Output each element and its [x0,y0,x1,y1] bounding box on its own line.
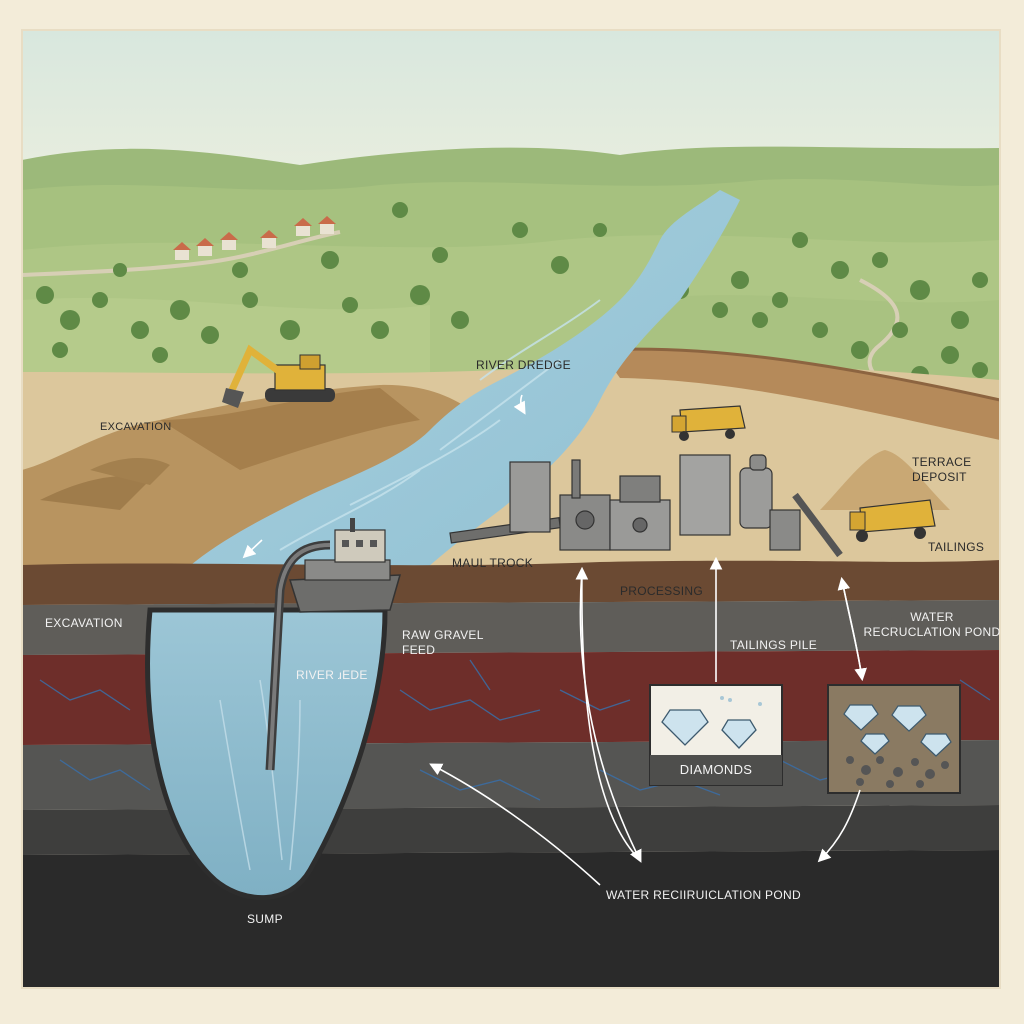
label-excavation-top: EXCAVATION [100,421,172,433]
terrace-deposit-pile [820,450,950,510]
village-houses [173,216,336,260]
diamond-icon [661,696,762,749]
label-river-dredge-lower: RIVER ɹEDE [296,668,368,682]
diamond-icon [843,704,952,757]
label-water-recirculation-pond-right: WATER RECRUCLATION POND [863,610,1001,639]
label-diamonds: DIAMONDS [679,762,753,777]
label-water-recirculation-pond-bottom: WATER RECIIRUICLATION POND [606,888,801,902]
dump-truck-icon [671,405,746,441]
sump-pit [145,607,388,901]
bedrock [22,850,1000,988]
label-river-dredge-top: RIVER DREDGE [476,358,571,372]
label-tailings: TAILINGS [928,540,985,554]
rock-cracks [39,659,991,801]
diamonds-inset [649,684,783,786]
soil-layer [22,560,1000,605]
gravel-inset [827,684,961,794]
label-terrace-deposit: TERRACE DEPOSIT [912,455,972,484]
river [150,190,740,610]
flow-arrows [242,394,867,886]
label-maul-trock: MAUL TROCK [452,556,534,570]
label-tailings-pile: TAILINGS PILE [730,638,818,652]
processing-plant-icon [449,454,843,558]
label-processing: PROCESSING [620,584,704,598]
road [21,230,341,277]
excavator-icon [222,344,335,408]
label-raw-gravel-feed: RAW GRAVEL FEED [402,628,484,657]
label-excavation-side: EXCAVATION [45,616,123,630]
label-sump: SUMP [247,912,283,926]
dredge-icon [288,518,402,613]
dump-truck-icon [849,499,936,542]
